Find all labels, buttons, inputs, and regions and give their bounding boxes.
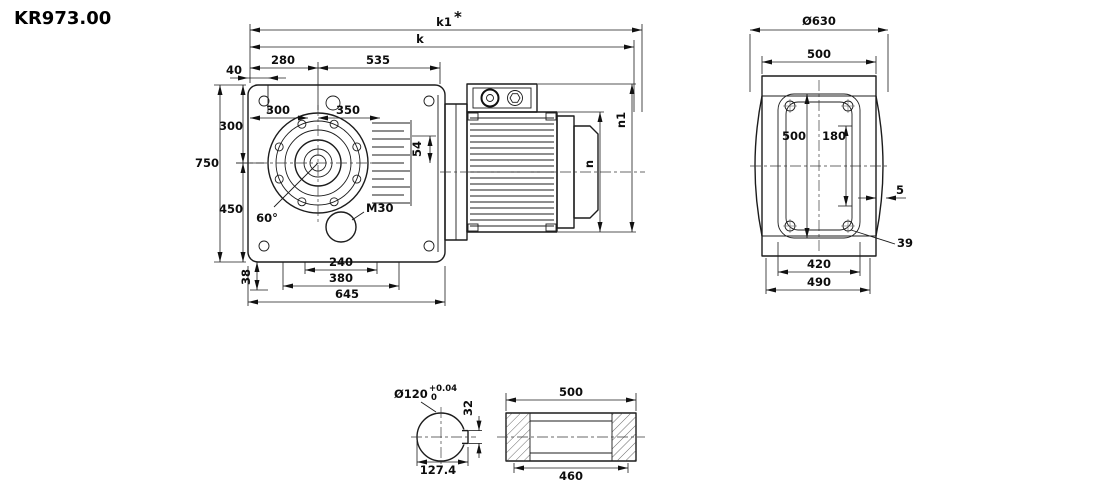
dim-k1-label: k1 <box>436 15 452 29</box>
side-view-body <box>750 75 888 257</box>
dim-shaft500-label: 500 <box>559 385 583 399</box>
dim-350-label: 350 <box>336 103 360 117</box>
bore-section: Ø120 +0.04 0 32 127.4 <box>394 384 482 477</box>
dim-380: 380 <box>282 262 400 290</box>
dim-32: 32 <box>461 400 482 458</box>
housing-fins <box>372 120 412 206</box>
dim-shaft460-label: 460 <box>559 469 583 483</box>
dim-n1: n1 <box>538 83 636 233</box>
dim-300top-label: 300 <box>266 103 290 117</box>
dim-n1-label: n1 <box>614 112 628 128</box>
shaft-side-view: 500 460 <box>497 385 645 483</box>
dim-39: 39 <box>850 229 913 250</box>
dim-5-label: 5 <box>896 183 904 197</box>
dim-750-label: 750 <box>195 156 219 170</box>
dim-180: 180 <box>822 125 852 207</box>
cable-gland <box>480 88 500 108</box>
oil-plug <box>325 211 357 243</box>
dim-420-label: 420 <box>807 257 831 271</box>
dim-shaft-460: 460 <box>513 463 629 483</box>
dim-k-label: k <box>416 32 424 46</box>
dim-39-label: 39 <box>897 236 913 250</box>
dim-127: 127.4 <box>416 441 469 477</box>
dim-535-label: 535 <box>366 53 390 67</box>
dim-500top-label: 500 <box>807 47 831 61</box>
dim-490: 490 <box>765 258 871 294</box>
dim-54: 54 <box>410 135 436 163</box>
dim-n: n <box>558 111 604 233</box>
terminal-box <box>466 83 538 113</box>
dim-280-535: 280 535 <box>250 53 441 110</box>
dim-645-label: 645 <box>335 287 359 301</box>
dim-300left-label: 300 <box>219 119 243 133</box>
drawing-title: KR973.00 <box>14 8 111 29</box>
dim-k: k <box>250 32 635 112</box>
angle-60-line <box>273 162 319 208</box>
dim-630: Ø630 <box>749 14 889 92</box>
dim-240: 240 <box>304 255 378 274</box>
dim-120-tol-lower: 0 <box>431 393 437 403</box>
dim-240-label: 240 <box>329 255 353 269</box>
dim-120-label: Ø120 <box>394 387 428 401</box>
dim-645: 645 <box>247 266 446 306</box>
dim-750: 750 <box>195 84 246 263</box>
dim-5: 5 <box>858 183 906 201</box>
dim-450-label: 450 <box>219 202 243 216</box>
dim-k1-star: * <box>454 8 462 26</box>
motor <box>440 83 645 241</box>
dim-60deg-label: 60° <box>256 211 278 225</box>
dim-127-label: 127.4 <box>420 463 456 477</box>
side-view: Ø630 500 500 180 5 39 <box>749 14 913 294</box>
dim-180-label: 180 <box>822 129 846 143</box>
dim-500-mid: 500 <box>782 94 810 238</box>
dim-300-top: 300 <box>250 103 308 121</box>
label-m30: M30 <box>351 201 393 221</box>
dim-m30-label: M30 <box>366 201 393 215</box>
output-flange <box>236 105 380 225</box>
dim-shaft-500: 500 <box>505 385 637 411</box>
dim-120: Ø120 +0.04 0 <box>394 384 457 413</box>
dim-280-label: 280 <box>271 53 295 67</box>
dim-630-label: Ø630 <box>802 14 836 28</box>
dim-38: 38 <box>239 262 268 291</box>
dim-120-tol-upper: +0.04 <box>429 384 457 394</box>
dim-350: 350 <box>318 103 380 121</box>
front-view: k1 * k 280 535 40 300 350 <box>195 8 645 306</box>
dim-32-label: 32 <box>461 400 475 416</box>
gland-hex <box>509 93 521 103</box>
dim-40-label: 40 <box>226 63 242 77</box>
dim-38-label: 38 <box>239 269 253 285</box>
dim-420: 420 <box>777 242 861 276</box>
dim-380-label: 380 <box>329 271 353 285</box>
dim-500-top: 500 <box>761 47 877 74</box>
dim-54-label: 54 <box>410 141 424 157</box>
dim-300-450-left: 300 450 <box>219 85 264 262</box>
motor-fins <box>470 117 554 227</box>
dim-500mid-label: 500 <box>782 129 806 143</box>
dim-n-label: n <box>582 160 596 168</box>
dim-k1: k1 * <box>249 8 643 112</box>
dim-490-label: 490 <box>807 275 831 289</box>
dim-40: 40 <box>226 63 286 81</box>
